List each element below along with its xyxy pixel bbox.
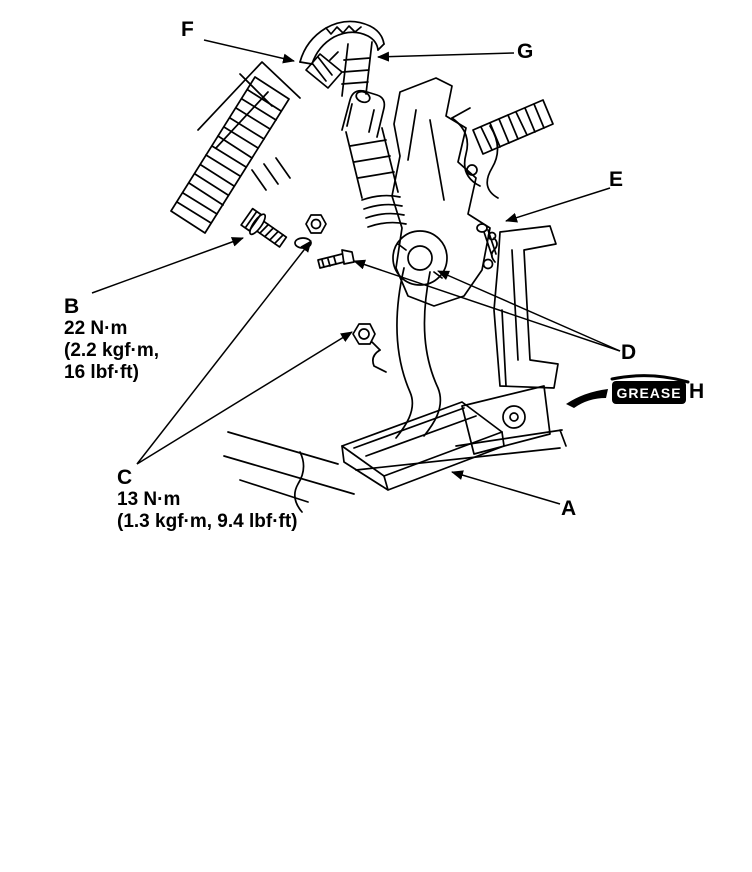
callout-b: B [64, 295, 80, 318]
callout-f: F [181, 18, 194, 41]
torque-spec-b-line1: 22 N·m [64, 318, 128, 339]
harness-clamp [299, 20, 385, 65]
connector-f [305, 41, 373, 97]
corrugated-tube-right [472, 99, 554, 155]
torque-spec-c-line1: 13 N·m [117, 489, 181, 510]
leader-line-c1 [136, 240, 312, 465]
leader-line-d1 [353, 259, 621, 352]
body-structure-lines [197, 61, 301, 191]
callout-d: D [621, 341, 637, 364]
leader-line-d2 [437, 270, 621, 352]
leader-line-e [505, 187, 611, 223]
mount-bracket-right [493, 225, 559, 389]
callout-g: G [517, 40, 534, 63]
callout-a: A [561, 497, 577, 520]
leader-line-b [91, 237, 244, 294]
flange-nut-lower [352, 323, 381, 351]
leader-line-c2 [136, 331, 353, 465]
pedal-arm [372, 267, 442, 439]
corrugated-harness-tube [170, 76, 290, 234]
callout-h: H [689, 380, 705, 403]
torque-spec-c-line2: (1.3 kgf·m, 9.4 lbf·ft) [117, 511, 298, 532]
flange-nut-upper [294, 214, 327, 249]
pivot-boss [392, 230, 448, 286]
lock-pin-clip [476, 223, 498, 270]
floor-lines [223, 429, 567, 513]
pedal-pad [341, 401, 505, 491]
master-cylinder-pushrod [341, 89, 407, 228]
callout-c: C [117, 466, 133, 489]
torque-spec-c: 13 N·m (1.3 kgf·m, 9.4 lbf·ft) [117, 489, 298, 533]
torque-spec-b: 22 N·m (2.2 kgf·m, 16 lbf·ft) [64, 318, 159, 384]
leader-line-f [203, 39, 295, 64]
torque-spec-b-line3: 16 lbf·ft) [64, 362, 139, 383]
callout-e: E [609, 168, 624, 191]
grease-label: GREASE [612, 381, 686, 404]
torque-spec-b-line2: (2.2 kgf·m, [64, 340, 160, 361]
clevis-bolt [317, 249, 355, 269]
grease-dab [566, 374, 690, 408]
leader-line-a [451, 470, 561, 505]
bracket-flange [451, 107, 499, 199]
bolt-b [240, 207, 288, 248]
leader-line-g [377, 51, 515, 62]
stop-bracket [461, 385, 551, 455]
